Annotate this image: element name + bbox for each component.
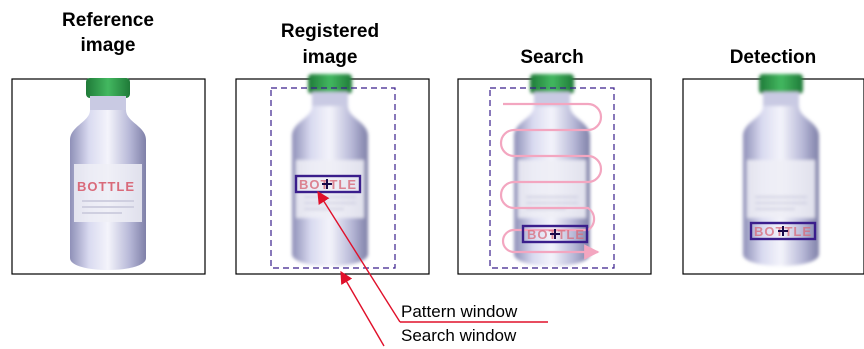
bottle-label-text: BOTTLE xyxy=(77,179,135,194)
callout-label: Pattern window xyxy=(401,302,518,321)
panel-search: BOTTLE xyxy=(457,74,652,275)
callout-search-window: Search window xyxy=(340,270,517,347)
pattern-window-arrow xyxy=(317,190,401,323)
callout-label: Search window xyxy=(401,326,517,345)
search-window-outline xyxy=(489,87,615,269)
center-cross-icon xyxy=(778,226,788,236)
panel-title-registered: Registered image xyxy=(281,21,379,68)
panel-registered: BOTTLE xyxy=(235,74,430,275)
center-cross-icon xyxy=(322,179,332,189)
center-cross-icon xyxy=(550,229,560,239)
search-window-outline xyxy=(270,87,396,269)
callout-pattern-window: Pattern window xyxy=(317,190,548,323)
panel-title-reference: Reference image xyxy=(62,10,154,56)
panel-reference: BOTTLE xyxy=(11,78,206,275)
panel-detection: BOTTLE xyxy=(682,74,864,275)
search-window-arrow xyxy=(340,270,385,347)
panel-title-search: Search xyxy=(520,47,583,68)
panel-title-line: image xyxy=(303,47,358,68)
panel-title-line: Search xyxy=(520,47,583,68)
search-scan-path xyxy=(499,102,603,260)
panel-title-line: Registered xyxy=(281,21,379,42)
panel-title-line: Reference xyxy=(62,10,154,31)
pattern-window-outline xyxy=(749,221,817,241)
panel-title-line: image xyxy=(81,35,136,56)
panel-title-line: Detection xyxy=(730,47,817,68)
panel-title-detection: Detection xyxy=(730,47,817,68)
pattern-window-outline xyxy=(521,224,589,244)
